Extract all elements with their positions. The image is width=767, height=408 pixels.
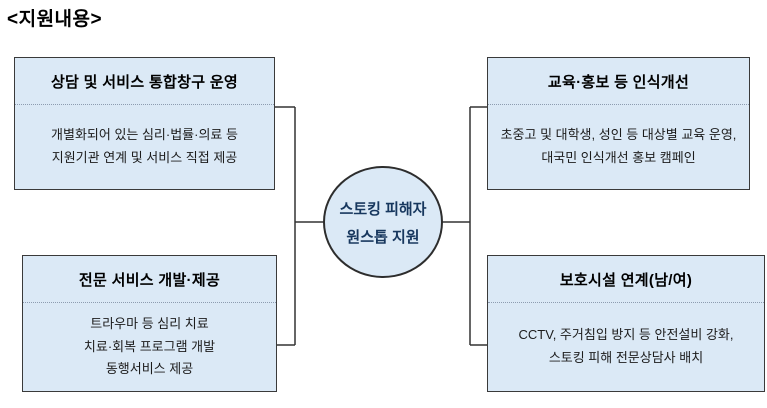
box-title: 전문 서비스 개발·제공 (23, 256, 276, 303)
body-line: 초중고 및 대학생, 성인 등 대상별 교육 운영, (500, 127, 737, 143)
body-line: 스토킹 피해 전문상담사 배치 (548, 350, 704, 365)
box-title: 보호시설 연계(남/여) (488, 256, 764, 303)
body-line: 지원기관 연계 및 서비스 직접 제공 (51, 150, 238, 165)
page-title: <지원내용> (7, 9, 103, 30)
body-line: 치료·회복 프로그램 개발 (83, 338, 216, 354)
box-title: 상담 및 서비스 통합창구 운영 (15, 58, 274, 105)
body-line: CCTV, 주거침입 방지 등 안전설비 강화, (518, 327, 734, 343)
box-shelter-linkage: 보호시설 연계(남/여) CCTV, 주거침입 방지 등 안전설비 강화, 스토… (487, 255, 765, 392)
box-title: 교육·홍보 등 인식개선 (488, 58, 749, 105)
body-line: 개별화되어 있는 심리·법률·의료 등 (51, 127, 238, 143)
box-specialized-services: 전문 서비스 개발·제공 트라우마 등 심리 치료 치료·회복 프로그램 개발 … (22, 255, 277, 392)
box-body: 트라우마 등 심리 치료 치료·회복 프로그램 개발 동행서비스 제공 (23, 303, 276, 391)
box-counseling-service-hub: 상담 및 서비스 통합창구 운영 개별화되어 있는 심리·법률·의료 등 지원기… (14, 57, 275, 190)
box-education-awareness: 교육·홍보 등 인식개선 초중고 및 대학생, 성인 등 대상별 교육 운영, … (487, 57, 750, 190)
ellipse-line: 스토킹 피해자 (339, 200, 427, 218)
body-line: 트라우마 등 심리 치료 (90, 315, 209, 331)
center-ellipse-onestop-support: 스토킹 피해자 원스톱 지원 (323, 166, 443, 278)
box-body: 개별화되어 있는 심리·법률·의료 등 지원기관 연계 및 서비스 직접 제공 (15, 105, 274, 189)
box-body: 초중고 및 대학생, 성인 등 대상별 교육 운영, 대국민 인식개선 홍보 캠… (488, 105, 749, 189)
body-line: 동행서비스 제공 (105, 361, 194, 377)
box-body: CCTV, 주거침입 방지 등 안전설비 강화, 스토킹 피해 전문상담사 배치 (488, 303, 764, 391)
ellipse-line: 원스톱 지원 (346, 228, 420, 246)
body-line: 대국민 인식개선 홍보 캠페인 (541, 150, 696, 165)
